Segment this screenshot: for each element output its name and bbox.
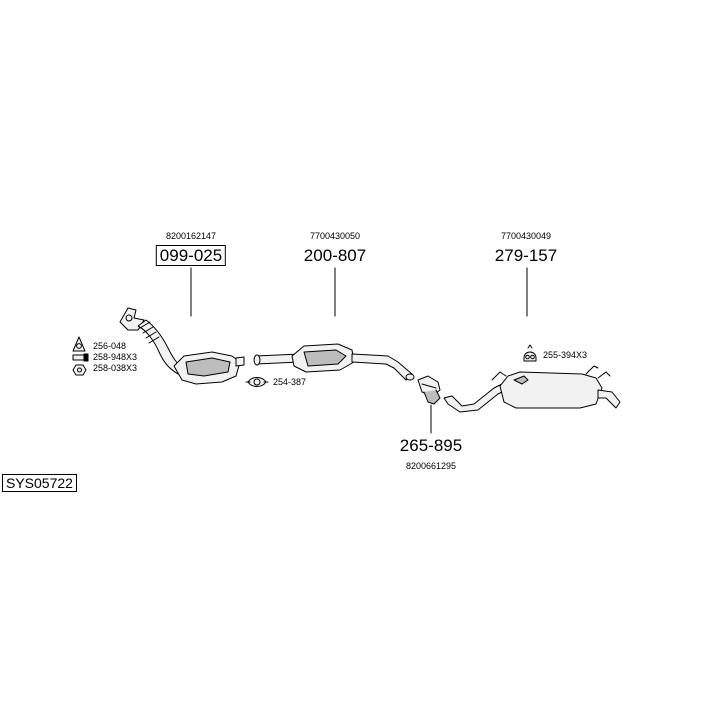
front-catalyst-shade bbox=[185, 357, 231, 377]
part-number-200-807[interactable]: 200-807 bbox=[303, 246, 367, 265]
rear-hanger-left bbox=[491, 371, 507, 381]
oem-number-279-157: 7700430049 bbox=[500, 231, 552, 241]
centre-outlet-pipe bbox=[351, 353, 413, 381]
nut-icon bbox=[72, 364, 87, 376]
accessory-label-nut[interactable]: 258-038X3 bbox=[93, 363, 138, 373]
accessory-label-bolt[interactable]: 258-948X3 bbox=[93, 352, 138, 362]
centre-outlet-end bbox=[405, 373, 415, 381]
flex-joint-part bbox=[417, 375, 441, 405]
centre-catalyst-part bbox=[253, 343, 415, 381]
front-catalyst-part bbox=[119, 307, 245, 385]
flex-braid bbox=[139, 321, 160, 344]
rear-silencer-body bbox=[499, 371, 603, 409]
oem-number-099-025: 8200162147 bbox=[165, 231, 217, 241]
part-number-099-025[interactable]: 099-025 bbox=[155, 245, 227, 266]
flex-joint-seam bbox=[421, 383, 437, 389]
rear-silencer-part bbox=[443, 365, 621, 413]
accessory-label-gasket[interactable]: 256-048 bbox=[93, 341, 127, 351]
front-catalyst-outlet bbox=[235, 356, 245, 367]
rubber-hanger-icon bbox=[523, 344, 537, 362]
part-number-265-895[interactable]: 265-895 bbox=[399, 436, 463, 455]
oem-number-265-895: 8200661295 bbox=[405, 461, 457, 471]
bolt-icon bbox=[72, 353, 89, 362]
centre-inlet-end bbox=[253, 354, 261, 366]
rear-silencer-highlight bbox=[513, 375, 529, 385]
centre-catalyst-shade bbox=[303, 349, 347, 367]
rear-inlet-pipe bbox=[443, 383, 507, 413]
rear-tailpipe bbox=[597, 389, 621, 409]
gasket-icon bbox=[72, 336, 86, 352]
rear-hanger-right bbox=[585, 365, 611, 379]
accessory-label-rubber-hanger[interactable]: 255-394X3 bbox=[543, 350, 588, 360]
flex-joint-bracket bbox=[423, 389, 441, 405]
system-code-badge: SYS05722 bbox=[2, 474, 77, 492]
part-number-279-157[interactable]: 279-157 bbox=[494, 246, 558, 265]
oem-number-200-807: 7700430050 bbox=[309, 231, 361, 241]
clamp-icon bbox=[245, 377, 269, 387]
accessory-label-clamp[interactable]: 254-387 bbox=[273, 377, 307, 387]
flange-hole bbox=[125, 314, 133, 322]
